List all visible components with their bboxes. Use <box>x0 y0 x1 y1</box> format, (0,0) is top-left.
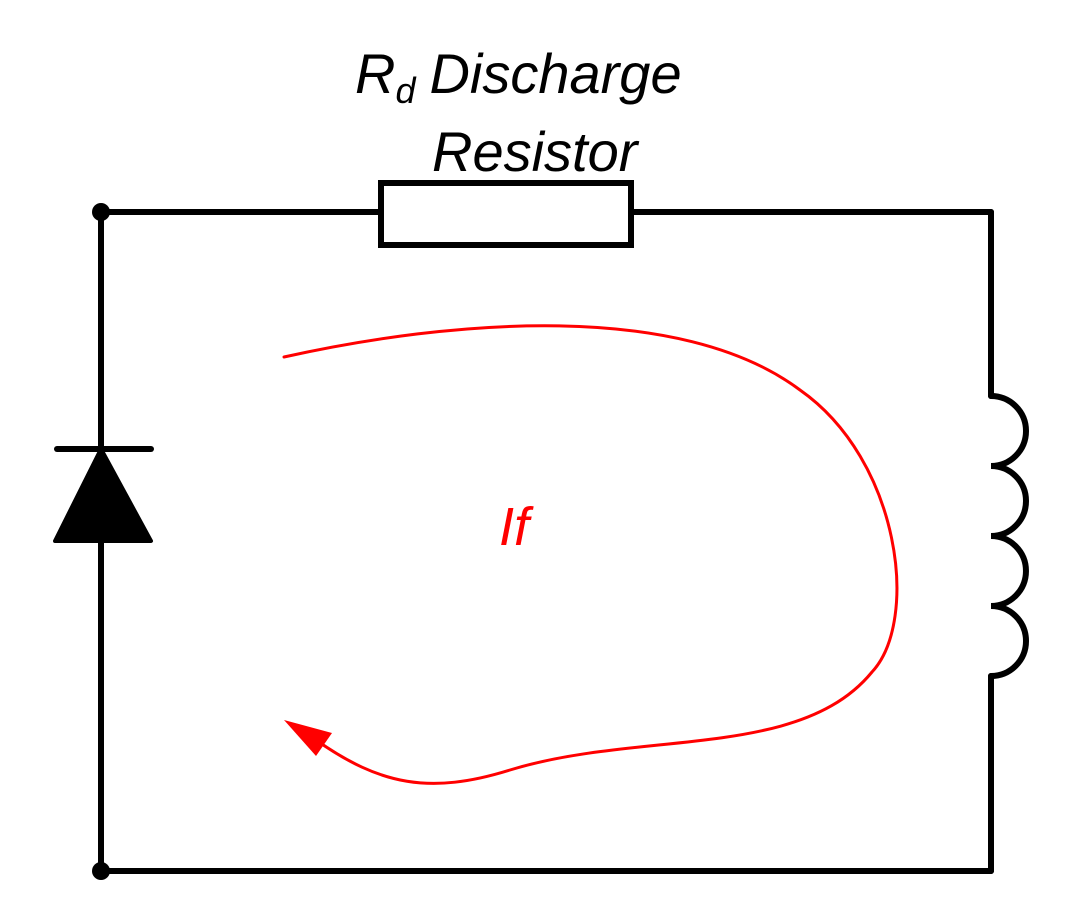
current-label: If <box>499 497 534 557</box>
diode <box>53 446 154 543</box>
current-arrowhead <box>284 720 332 756</box>
junction-dot-top-left <box>92 203 110 221</box>
resistor-symbol: R <box>355 42 395 105</box>
resistor-label-text: Discharge <box>429 42 681 105</box>
resistor-label-line1: Rd Discharge <box>355 42 682 111</box>
resistor-symbol-box <box>378 180 634 248</box>
diode-triangle <box>53 447 153 543</box>
resistor-subscript: d <box>395 70 416 111</box>
resistor-label-line2: Resistor <box>432 120 640 183</box>
circuit-wires <box>98 209 994 874</box>
junction-dot-bottom-left <box>92 862 110 880</box>
current-flow-path <box>282 324 899 785</box>
inductor-coil <box>988 393 1029 679</box>
